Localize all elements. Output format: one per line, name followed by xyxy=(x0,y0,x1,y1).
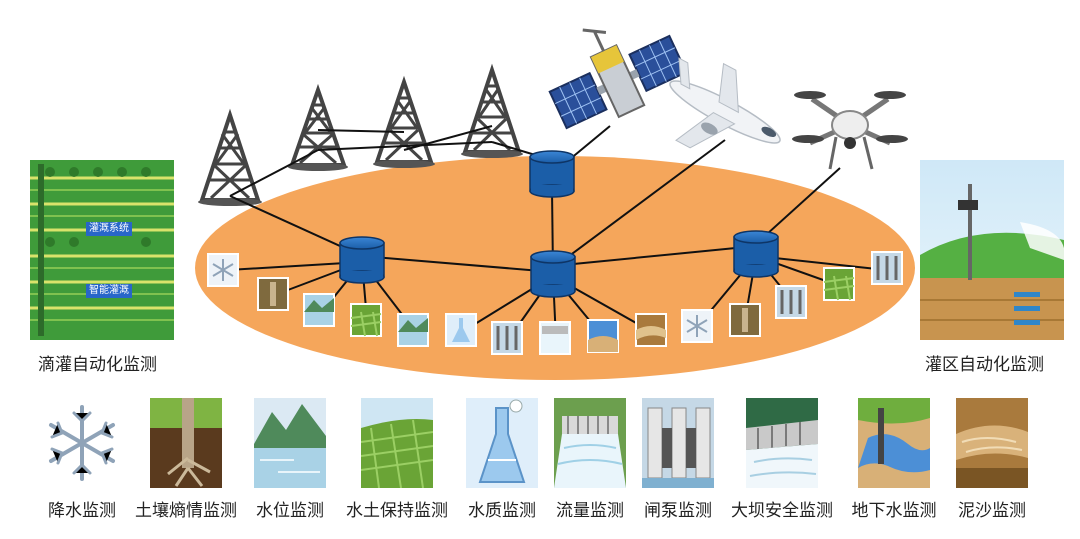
network-link xyxy=(552,139,726,269)
monitoring-thumbnail xyxy=(871,251,903,285)
monitoring-thumbnail xyxy=(587,319,619,353)
category-label: 降水监测 xyxy=(48,501,116,521)
drip-irrigation-field-image: 灌溉系统 智能灌溉 xyxy=(30,160,174,340)
network-link xyxy=(317,129,405,133)
category-water-level: 水位监测 xyxy=(252,398,328,521)
category-water-quality: 水质监测 xyxy=(464,398,540,521)
soil-tree-root-icon xyxy=(150,398,222,488)
sluice-gate-icon xyxy=(642,398,714,488)
monitoring-thumbnail xyxy=(207,253,239,287)
monitoring-thumbnail xyxy=(257,277,289,311)
terraced-slope-icon xyxy=(361,398,433,488)
airplane-icon xyxy=(669,57,781,149)
monitoring-thumbnail xyxy=(635,313,667,347)
category-precipitation: 降水监测 xyxy=(44,398,120,521)
category-label: 土壤熵情监测 xyxy=(135,501,237,521)
network-link xyxy=(361,255,554,273)
left-panel-label: 滴灌自动化监测 xyxy=(38,355,157,375)
category-flow: 流量监测 xyxy=(552,398,628,521)
satellite-icon xyxy=(548,28,688,130)
database-icon xyxy=(529,150,575,198)
groundwater-well-icon xyxy=(858,398,930,488)
network-link xyxy=(552,245,757,267)
monitoring-thumbnail xyxy=(775,285,807,319)
network-link xyxy=(229,149,319,197)
category-label: 水位监测 xyxy=(256,501,324,521)
database-icon xyxy=(733,230,779,278)
monitoring-thumbnail xyxy=(729,303,761,337)
communication-tower-icon xyxy=(288,83,348,171)
category-label: 水质监测 xyxy=(468,501,536,521)
category-sediment: 泥沙监测 xyxy=(954,398,1030,521)
network-link xyxy=(317,141,493,151)
category-soil-moisture: 土壤熵情监测 xyxy=(135,398,237,521)
category-label: 闸泵监测 xyxy=(644,501,712,521)
network-link xyxy=(755,167,841,245)
monitoring-thumbnail xyxy=(539,321,571,355)
category-label: 泥沙监测 xyxy=(958,501,1026,521)
snowflake-icon xyxy=(49,405,115,481)
dam-icon xyxy=(746,398,818,488)
monitoring-thumbnail xyxy=(823,267,855,301)
monitoring-thumbnail xyxy=(491,321,523,355)
category-label: 地下水监测 xyxy=(851,501,937,521)
category-label: 大坝安全监测 xyxy=(731,501,833,521)
drone-icon xyxy=(792,91,908,170)
monitoring-thumbnail xyxy=(681,309,713,343)
category-soil-conservation: 水土保持监测 xyxy=(346,398,448,521)
monitoring-thumbnail xyxy=(303,293,335,327)
right-panel-label: 灌区自动化监测 xyxy=(925,355,1044,375)
category-dam-safety: 大坝安全监测 xyxy=(731,398,833,521)
network-canvas xyxy=(195,28,1065,380)
monitoring-thumbnail xyxy=(397,313,429,347)
water-sample-flask-icon xyxy=(466,398,538,488)
monitoring-thumbnails xyxy=(207,251,903,355)
lake-mountain-icon xyxy=(254,398,326,488)
database-icon xyxy=(530,250,576,298)
communication-tower-icon xyxy=(461,63,523,158)
sediment-river-icon xyxy=(956,398,1028,488)
drip-sign-top-label: 灌溉系统 xyxy=(89,223,129,234)
category-groundwater: 地下水监测 xyxy=(852,398,937,521)
category-sluice-pump: 闸泵监测 xyxy=(640,398,716,521)
drip-sign-bottom-label: 智能灌溉 xyxy=(89,285,129,296)
database-icon xyxy=(339,236,385,284)
category-label: 水土保持监测 xyxy=(346,501,448,521)
category-label: 流量监测 xyxy=(556,501,624,521)
network-link xyxy=(403,125,493,151)
communication-tower-icon xyxy=(198,108,262,206)
monitoring-thumbnail xyxy=(350,303,382,337)
irrigation-district-station-image xyxy=(920,160,1065,340)
monitoring-thumbnail xyxy=(445,313,477,347)
spillway-flow-icon xyxy=(554,398,626,488)
communication-tower-icon xyxy=(373,75,435,168)
drip-field-drawing xyxy=(30,160,174,340)
